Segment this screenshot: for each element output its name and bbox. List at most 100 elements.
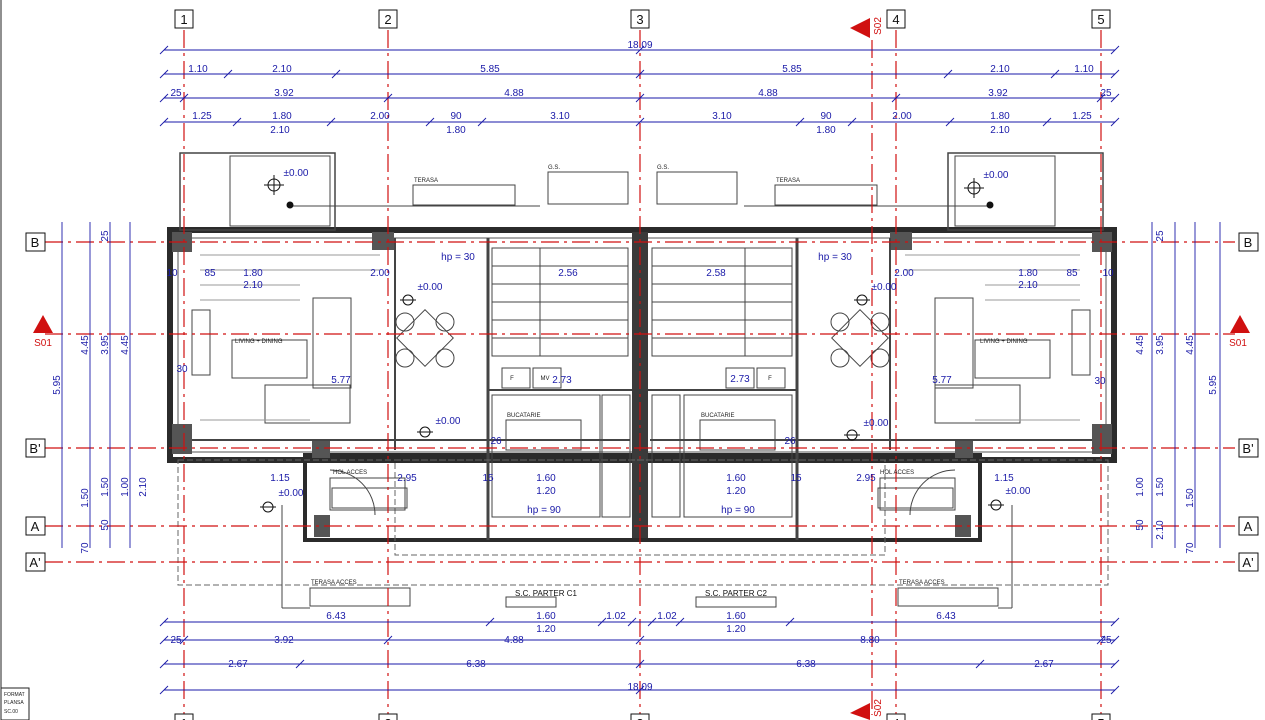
hp-label: hp = 30 xyxy=(818,252,852,263)
grid-label-b-right: B xyxy=(1244,235,1253,250)
dim-interior: 30 xyxy=(1094,376,1106,387)
grid-label-a-right: A xyxy=(1244,519,1253,534)
unit-titles: S.C. PARTER C1 S.C. PARTER C2 xyxy=(515,589,767,598)
dim-top-r2: 4.88 xyxy=(504,88,524,99)
grid-label-a-prime-left: A' xyxy=(29,555,40,570)
hp-label: hp = 30 xyxy=(441,252,475,263)
dim-top-r3: 2.00 xyxy=(892,111,912,122)
dim-interior: 85 xyxy=(204,268,216,279)
dim-bottom-r1: 6.43 xyxy=(326,611,346,622)
dimension-tick xyxy=(635,45,645,55)
dim-bottom-r2: 8.80 xyxy=(860,635,880,646)
dim-interior: 85 xyxy=(1066,268,1078,279)
dim-top-r3-sub: 2.10 xyxy=(270,125,290,136)
dim-top-overall: 18.09 xyxy=(627,40,652,51)
dim-right-mid: 1.50 xyxy=(1185,488,1196,508)
dim-right-mid: 4.45 xyxy=(1185,335,1196,355)
grid-label-a-left: A xyxy=(31,519,40,534)
dimensions-interior: hp = 30 hp = 30 hp = 90 hp = 90 ±0.00 ±0… xyxy=(166,168,1114,516)
hp-label: hp = 90 xyxy=(527,505,561,516)
title-parter-c1: S.C. PARTER C1 xyxy=(515,589,577,598)
dimension-tick xyxy=(943,69,953,79)
dimension-tick xyxy=(179,635,189,645)
dim-top-r1: 1.10 xyxy=(1074,64,1094,75)
dim-interior: 2.10 xyxy=(1018,280,1038,291)
dim-left-inner2: 2.10 xyxy=(138,477,149,497)
dim-interior: 1.15 xyxy=(994,473,1014,484)
dim-interior: 1.60 xyxy=(726,473,746,484)
grid-label-2-bottom: 2 xyxy=(384,716,391,720)
dimension-tick xyxy=(675,617,685,627)
section-s01-left: S01 xyxy=(34,338,52,349)
level-label: ±0.00 xyxy=(284,168,309,179)
dim-bottom-r2: 3.92 xyxy=(274,635,294,646)
dimension-tick xyxy=(326,117,336,127)
dim-right-top-small: 25 xyxy=(1155,230,1166,242)
dim-top-r3: 1.25 xyxy=(1072,111,1092,122)
title-parter-c2: S.C. PARTER C2 xyxy=(705,589,767,598)
dim-interior: 2.00 xyxy=(370,268,390,279)
room-bucatarie-left: BUCATARIE xyxy=(507,413,540,419)
grid-label-4-bottom: 4 xyxy=(892,716,899,720)
room-labels: TERASA TERASA G.S. G.S. LIVING + DINING … xyxy=(235,165,1028,586)
grid-label-a-prime-right: A' xyxy=(1242,555,1253,570)
room-living-left: LIVING + DINING xyxy=(235,339,283,345)
dimension-tick xyxy=(1110,635,1120,645)
dimension-tick xyxy=(485,617,495,627)
dim-top-r3: 1.25 xyxy=(192,111,212,122)
dim-left-mid: 70 xyxy=(80,542,91,554)
dim-right-inner2: 1.00 xyxy=(1135,477,1146,497)
dim-interior: 2.95 xyxy=(856,473,876,484)
mv-label: MV xyxy=(541,376,550,382)
dimension-tick xyxy=(635,69,645,79)
section-arrow-icon xyxy=(33,315,53,333)
section-arrow-icon xyxy=(1230,315,1250,333)
dim-bottom-r1-sub: 1.20 xyxy=(536,624,556,635)
dimension-tick xyxy=(383,93,393,103)
dim-bottom-r3: 6.38 xyxy=(466,659,486,670)
dim-top-r3-sub: 1.80 xyxy=(446,125,466,136)
dim-bottom-r1: 6.43 xyxy=(936,611,956,622)
dim-interior: 2.73 xyxy=(730,374,750,385)
section-s02-bottom: S02 xyxy=(873,699,884,717)
dimension-tick xyxy=(597,617,607,627)
dim-left-inner: 50 xyxy=(100,519,111,531)
dim-top-r1: 5.85 xyxy=(480,64,500,75)
level-label: ±0.00 xyxy=(864,418,889,429)
room-terasa-acces-left: TERASA ACCES xyxy=(311,580,357,586)
dim-interior: 1.80 xyxy=(1018,268,1038,279)
dimension-tick xyxy=(1110,117,1120,127)
dim-interior: 5.77 xyxy=(331,375,351,386)
dimension-tick xyxy=(847,117,857,127)
room-terasa-acces-right: TERASA ACCES xyxy=(899,580,945,586)
dimension-lines xyxy=(61,45,1221,695)
dim-left-mid: 1.50 xyxy=(80,488,91,508)
stamp-line: PLANSA xyxy=(4,700,24,706)
room-hol-left: HOL ACCES xyxy=(333,470,367,476)
dim-top-r2: 25 xyxy=(170,88,182,99)
dimension-tick xyxy=(159,617,169,627)
dim-bottom-overall: 18.09 xyxy=(627,682,652,693)
dimension-tick xyxy=(159,117,169,127)
dimension-tick xyxy=(1042,117,1052,127)
dim-interior: 2.56 xyxy=(558,268,578,279)
building-outline xyxy=(167,152,1117,586)
level-label: ±0.00 xyxy=(1006,486,1031,497)
dim-interior: 30 xyxy=(176,364,188,375)
dimension-tick xyxy=(232,117,242,127)
dimensions-top: 18.09 1.10 2.10 5.85 5.85 2.10 1.10 25 3… xyxy=(170,40,1112,136)
dim-top-r3-sub: 2.10 xyxy=(990,125,1010,136)
room-living-right: LIVING + DINING xyxy=(980,339,1028,345)
dim-top-r3: 2.00 xyxy=(370,111,390,122)
dim-top-r2: 3.92 xyxy=(988,88,1008,99)
grid-label-b-prime-left: B' xyxy=(29,441,40,456)
level-label: ±0.00 xyxy=(279,488,304,499)
dim-bottom-r2: 4.88 xyxy=(504,635,524,646)
grid-bubbles-left: B B' A A' xyxy=(25,232,46,572)
dim-interior: 15 xyxy=(790,473,802,484)
dimension-tick xyxy=(1110,659,1120,669)
section-s02-top: S02 xyxy=(873,17,884,35)
dim-top-r3: 90 xyxy=(450,111,462,122)
room-hol-right: HOL ACCES xyxy=(880,470,914,476)
